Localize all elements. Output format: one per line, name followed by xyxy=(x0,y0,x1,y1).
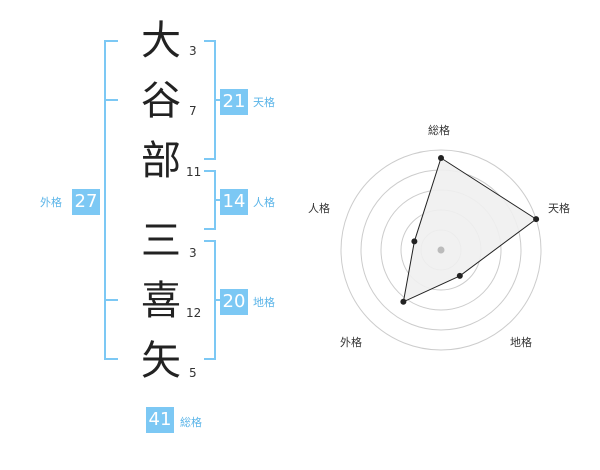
jinkaku-badge: 14 xyxy=(220,189,248,215)
name-char-5: 喜 xyxy=(141,278,181,324)
gaikaku-label: 外格 xyxy=(40,196,62,209)
radar-polygon xyxy=(402,157,537,303)
soukaku-badge: 41 xyxy=(146,407,174,433)
stroke-count-3: 11 xyxy=(186,165,202,179)
radar-point-3 xyxy=(456,272,463,279)
gaikaku-tick-lower xyxy=(104,299,118,301)
radar-axis-label-gaikaku: 外格 xyxy=(340,336,362,349)
gaikaku-badge: 27 xyxy=(72,189,100,215)
jinkaku-label: 人格 xyxy=(253,196,275,209)
stroke-count-6: 5 xyxy=(189,366,197,380)
chikaku-badge: 20 xyxy=(220,289,248,315)
radar-points xyxy=(400,155,540,305)
radar-ring xyxy=(340,149,542,351)
name-char-3: 部 xyxy=(141,138,181,184)
soukaku-label: 総格 xyxy=(180,416,202,429)
tenkaku-tick xyxy=(214,99,220,101)
gaikaku-bracket xyxy=(104,40,118,360)
radar-axis-label-chikaku: 地格 xyxy=(510,336,532,349)
radar-axis-label-jinkaku: 人格 xyxy=(308,202,330,215)
radar-center-dot xyxy=(437,246,445,254)
name-char-4: 三 xyxy=(141,218,181,264)
radar-point-4 xyxy=(400,298,407,305)
radar-point-2 xyxy=(533,216,540,223)
radar-chart xyxy=(340,149,542,351)
gaikaku-tick-upper xyxy=(104,99,118,101)
radar-point-1 xyxy=(438,155,444,161)
name-char-6: 矢 xyxy=(141,338,181,384)
radar-point-5 xyxy=(411,238,418,245)
tenkaku-badge: 21 xyxy=(220,89,248,115)
stroke-count-5: 12 xyxy=(186,306,202,320)
jinkaku-tick xyxy=(214,199,220,201)
tenkaku-label: 天格 xyxy=(253,96,275,109)
chikaku-label: 地格 xyxy=(253,296,275,309)
radar-axis-label-tenkaku: 天格 xyxy=(548,202,570,215)
stroke-count-1: 3 xyxy=(189,44,197,58)
name-char-1: 大 xyxy=(141,18,181,64)
chikaku-tick xyxy=(214,299,220,301)
stroke-count-4: 3 xyxy=(189,246,197,260)
radar-axis-label-soukaku: 総格 xyxy=(428,124,450,137)
name-char-2: 谷 xyxy=(141,78,181,124)
stroke-count-2: 7 xyxy=(189,104,197,118)
